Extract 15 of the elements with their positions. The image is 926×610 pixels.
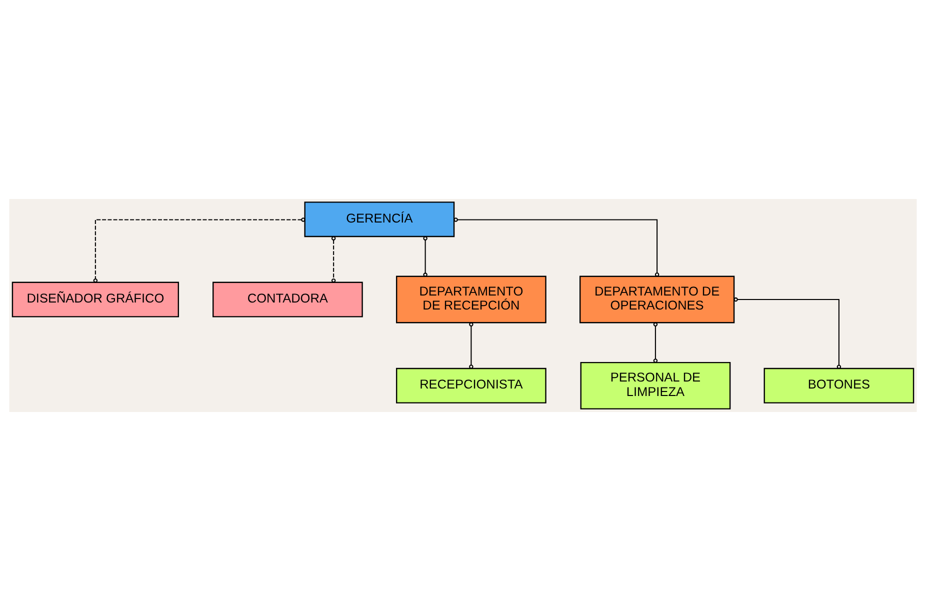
- connector: [93, 217, 306, 282]
- node-box: GERENCÍA: [304, 201, 455, 237]
- connector: [331, 236, 336, 282]
- connector: [469, 322, 474, 368]
- connector: [423, 236, 428, 276]
- node-box: RECEPCIONISTA: [396, 367, 546, 403]
- connector: [454, 217, 660, 276]
- node-box: PERSONAL DE LIMPIEZA: [580, 361, 731, 409]
- node-box: DISEÑADOR GRÁFICO: [12, 281, 179, 317]
- node-box: DEPARTAMENTO DE OPERACIONES: [579, 275, 735, 323]
- node-box: CONTADORA: [212, 281, 363, 317]
- node-box: BOTONES: [764, 367, 914, 403]
- node-box: DEPARTAMENTO DE RECEPCIÓN: [396, 275, 546, 323]
- connector: [734, 296, 842, 368]
- connector: [653, 322, 658, 362]
